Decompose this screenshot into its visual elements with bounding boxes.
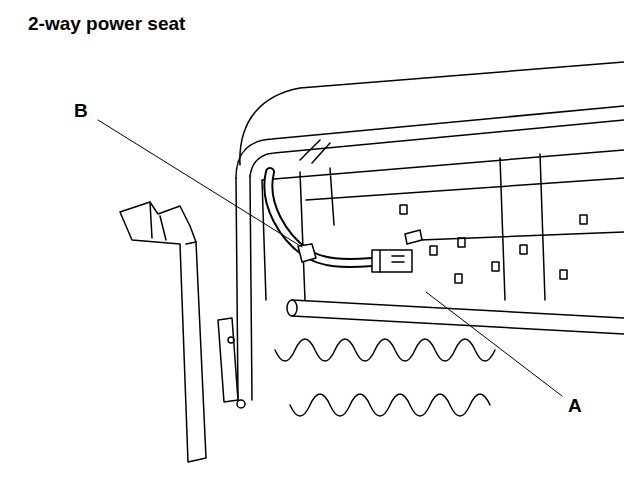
hinge-bolt: [228, 337, 234, 343]
panel-holes: [400, 205, 587, 283]
connector-tab: [405, 230, 422, 244]
leader-line: [98, 120, 302, 247]
connector-detail: [380, 250, 404, 272]
frame-top-tube: [236, 106, 624, 178]
frame-top-tube: [250, 120, 624, 176]
rod-end: [287, 300, 297, 316]
diagram-title: 2-way power seat: [28, 14, 185, 35]
seat-spring: [275, 339, 495, 361]
wire-harness: [268, 172, 372, 263]
leader-line: [426, 292, 562, 396]
wire-harness-core: [268, 172, 372, 263]
side-bracket-detail: [150, 202, 196, 244]
seat-panel-rib: [300, 140, 624, 240]
seat-spring: [290, 394, 490, 416]
callout-letter: B: [72, 101, 90, 122]
hinge-plate: [218, 318, 238, 402]
hinge-bolt: [237, 400, 245, 408]
seat-back-outline: [240, 62, 624, 165]
callout-letter: A: [566, 396, 584, 417]
harness-connector: [372, 250, 412, 272]
seat-panel: [262, 150, 624, 300]
side-bracket: [120, 202, 206, 462]
frame-side-tube: [236, 176, 252, 400]
